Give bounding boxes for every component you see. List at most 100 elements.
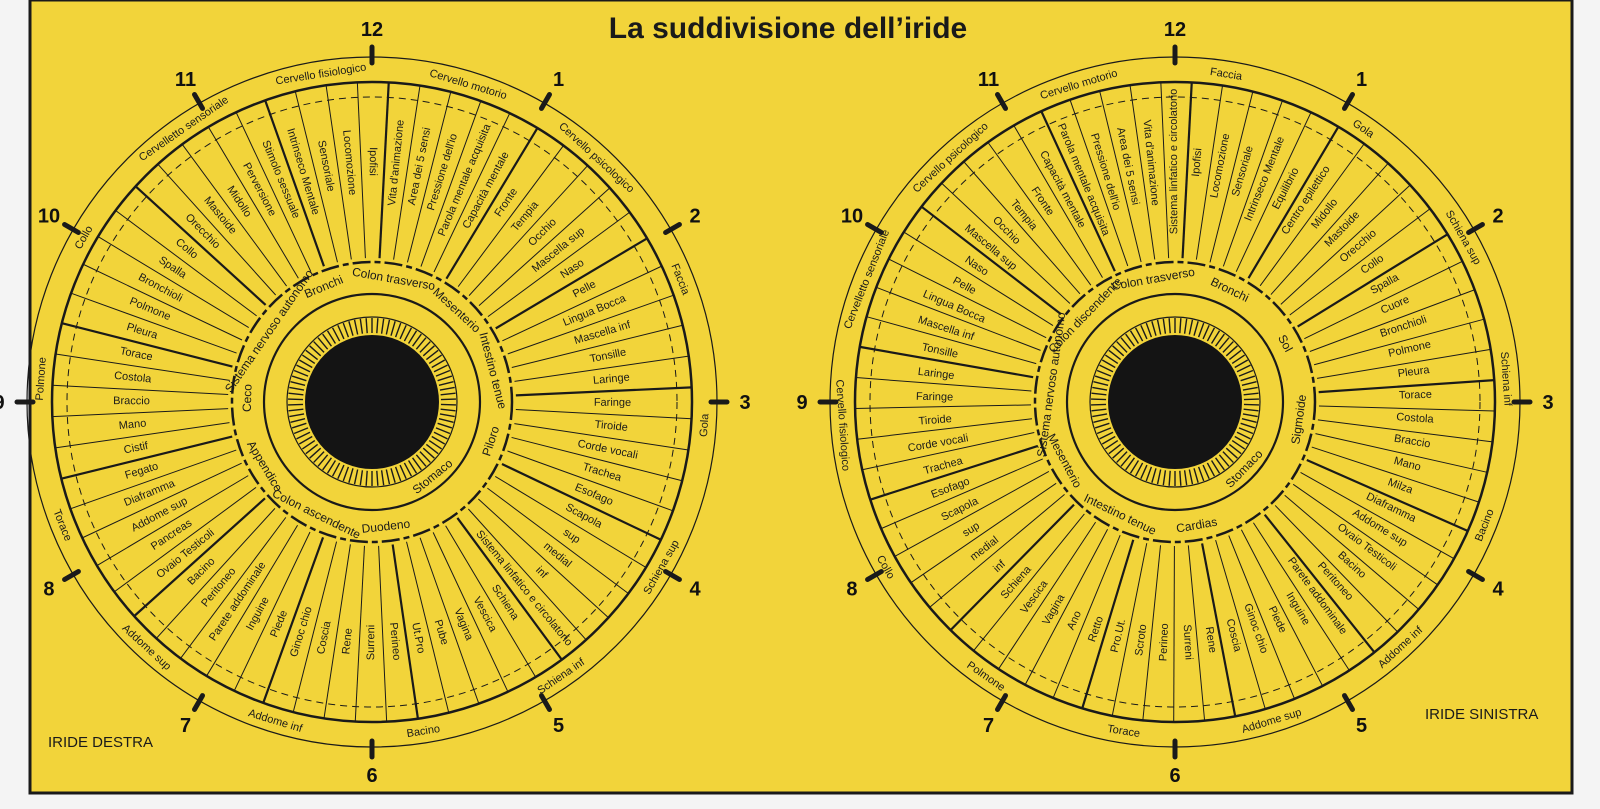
left_iris-zone-divider [866, 316, 1037, 365]
left_iris-stomach-spoke [1140, 324, 1148, 340]
left_iris-stomach-spoke [1099, 431, 1114, 440]
left_iris-stomach-spoke [1120, 337, 1132, 350]
right_iris-hour-marker [192, 693, 205, 712]
right_iris-stomach-spoke [365, 470, 368, 486]
left_iris-stomach-spoke [1140, 464, 1148, 480]
right_iris-stomach-spoke [425, 349, 439, 361]
left_iris-zone-divider [1209, 91, 1254, 263]
right_iris-stomach-spoke [440, 408, 456, 412]
right_iris-zone-divider [457, 145, 564, 287]
right_iris-hour-4: 4 [689, 579, 701, 601]
left_iris-zone-divider [929, 494, 1065, 608]
right_iris-zone-divider [235, 112, 312, 272]
left_iris-hour-7: 7 [983, 715, 994, 737]
left_iris-stomach-spoke [1214, 333, 1225, 347]
left_iris-zone-divider [1306, 459, 1469, 532]
left_iris-zone-divider [1235, 112, 1312, 272]
right_iris-zone-divider [262, 537, 325, 704]
left_iris-zone-sistema-linfatico-e-circolatorio: Sistema linfatico e circolatorio [1168, 89, 1181, 235]
right_iris-stomach-spoke [337, 324, 345, 340]
right-iris-caption: IRIDE DESTRA [48, 734, 153, 751]
left_iris-stomach-spoke [1168, 318, 1171, 334]
right_iris-zone-divider [515, 409, 692, 420]
left_iris-stomach-spoke [1197, 322, 1205, 338]
left_iris-stomach-spoke [1238, 369, 1254, 377]
right_iris-stomach-spoke [317, 454, 329, 467]
left_iris-stomach-spoke [1093, 380, 1109, 386]
right_iris-stomach-spoke [437, 422, 453, 429]
right_iris-stomach-spoke [317, 337, 329, 350]
left_iris-zone-divider [1316, 348, 1491, 379]
right_iris-stomach-spoke [290, 380, 306, 386]
left_iris-zone-divider [1142, 545, 1162, 721]
right_iris-hour-5: 5 [553, 715, 564, 737]
right_iris-stomach-spoke [326, 460, 337, 474]
right_iris-hour-1: 1 [553, 69, 564, 91]
left_iris-stomach-spoke [1134, 462, 1144, 477]
right_iris-stomach-spoke [291, 375, 307, 382]
left_iris-hour-2: 2 [1492, 206, 1503, 228]
right_iris-zone-divider [180, 517, 287, 659]
right_iris-zone-divider [207, 126, 299, 279]
right_iris-stomach-ring [286, 316, 458, 488]
right_iris-zone-mano: Mano [118, 418, 147, 433]
right_iris-stomach-spoke [301, 440, 316, 450]
right_iris-stomach-spoke [435, 427, 451, 435]
left_iris-zone-divider [1318, 405, 1495, 412]
left_iris-stomach-spoke [1238, 427, 1254, 435]
left_iris-zone-divider [949, 503, 1075, 631]
left_iris-stomach-spoke [1129, 330, 1140, 344]
left_iris-stomach-spoke [1240, 375, 1256, 382]
left_iris-zone-divider [1201, 543, 1237, 717]
left_iris-zone-divider [855, 404, 1032, 409]
right_iris-stomach-spoke [293, 427, 309, 435]
left_iris-hour-marker [995, 693, 1008, 712]
left_iris-dashed-ring [869, 96, 1481, 708]
right_iris-zone-divider [420, 100, 482, 267]
right_iris-stomach-spoke [288, 403, 304, 406]
right_iris-stomach-spoke [425, 443, 439, 455]
left_iris-zone-divider [1318, 379, 1495, 394]
left_iris-stomach-spoke [1236, 364, 1251, 373]
right_iris-stomach-spoke [313, 341, 325, 353]
left_iris-stomach-spoke [1206, 327, 1216, 342]
right_iris-zone-divider [495, 476, 647, 568]
right_iris-stomach-spoke [359, 470, 364, 486]
left_iris-stomach-spoke [1225, 447, 1238, 459]
right_iris-zone-divider [478, 187, 611, 307]
left_iris-stomach-spoke [1108, 443, 1122, 455]
right_iris-stomach-spoke [309, 345, 322, 357]
right_iris-stomach-spoke [288, 398, 304, 401]
left_iris-stomach-spoke [1206, 462, 1216, 477]
right_iris-stomach-spoke [433, 364, 448, 373]
right_iris-zone-divider [433, 112, 511, 273]
right_iris-zone-divider [478, 498, 609, 619]
left_iris-stomach-spoke [1129, 460, 1140, 474]
left_iris-zone-divider [1069, 99, 1129, 267]
right_iris-zone-divider [378, 545, 388, 722]
right_iris-stomach-spoke [322, 457, 333, 471]
left_iris-stomach-spoke [1228, 349, 1242, 361]
right_iris-zone-cistif: Cistif [123, 440, 150, 457]
left_iris-stomach-spoke [1236, 431, 1251, 440]
right_iris-stomach-spoke [415, 337, 427, 350]
right_iris-stomach-spoke [365, 318, 368, 334]
left_iris-zone-divider [903, 231, 1054, 326]
left_iris-zone-divider [855, 377, 1032, 392]
right_iris-zone-divider [445, 525, 537, 678]
left_iris-zone-divider [1280, 184, 1411, 305]
right_iris-zone-divider [233, 531, 311, 692]
right_iris-zone-divider [181, 144, 288, 287]
left_iris-hour-marker [865, 222, 884, 235]
left_iris-stomach-spoke [1242, 386, 1258, 391]
left_iris-stomach-spoke [1234, 359, 1249, 369]
left_iris-stomach-spoke [1096, 427, 1112, 435]
left_iris-zone-surreni: Surreni [1181, 624, 1195, 660]
left_iris-stomach-spoke [1214, 457, 1225, 471]
left_iris-stomach-spoke [1093, 418, 1109, 424]
right_iris-stomach-spoke [440, 403, 456, 406]
left_iris-zone-pleura: Pleura [1397, 364, 1431, 380]
left_iris-zone-divider [1081, 539, 1135, 709]
right_iris-zone-divider [52, 408, 229, 418]
